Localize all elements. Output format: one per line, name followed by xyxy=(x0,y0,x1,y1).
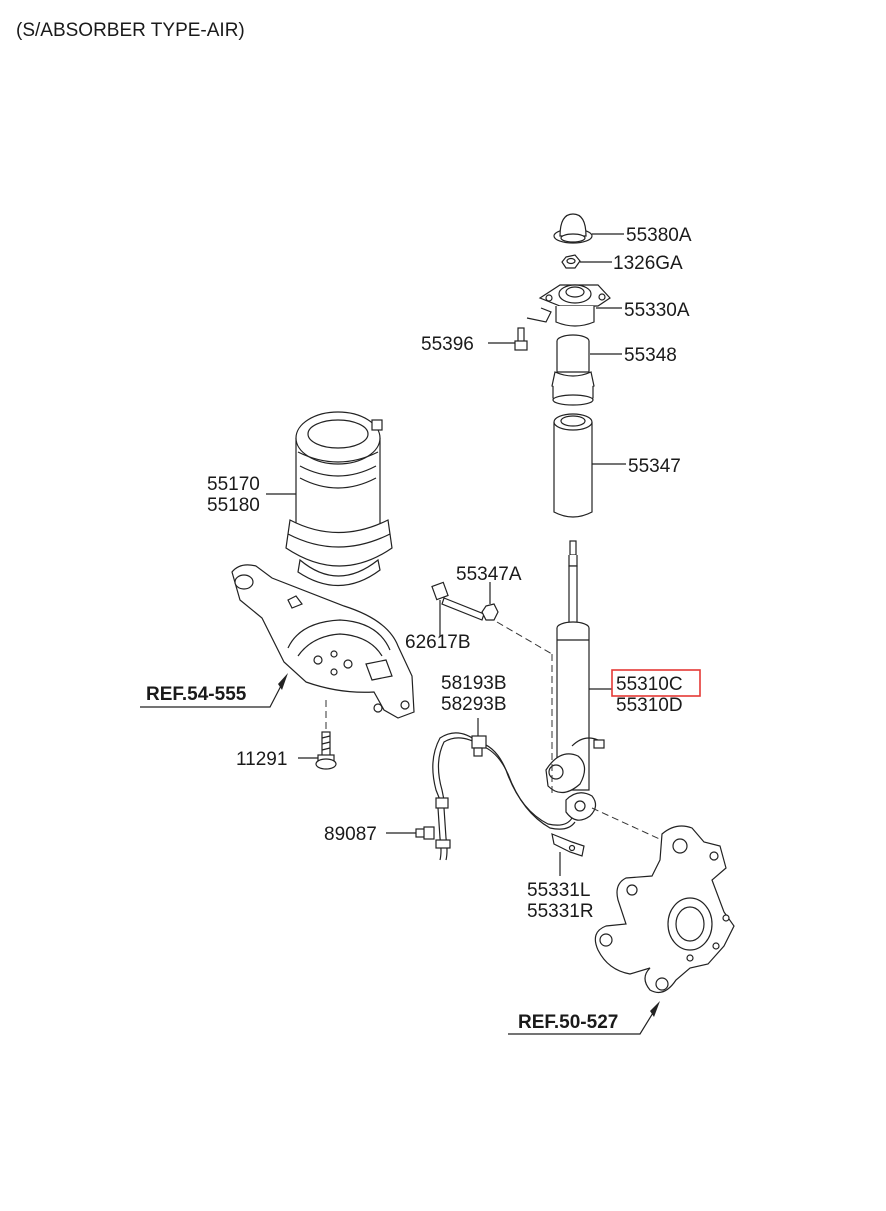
part-55170-air-spring[interactable] xyxy=(285,411,393,587)
ref-knuckle[interactable]: REF.50-527 xyxy=(518,1012,618,1033)
label-55330A[interactable]: 55330A xyxy=(624,300,690,321)
part-11291-bolt[interactable] xyxy=(315,731,337,770)
label-55331L[interactable]: 55331L xyxy=(527,880,590,901)
label-11291[interactable]: 11291 xyxy=(236,749,287,770)
label-55396[interactable]: 55396 xyxy=(421,334,474,355)
part-62617B-bolt[interactable] xyxy=(431,581,485,621)
part-55380A-cap[interactable] xyxy=(553,213,593,244)
part-55330A-mount[interactable] xyxy=(538,284,611,327)
label-55331R[interactable]: 55331R xyxy=(527,901,594,922)
label-55310D[interactable]: 55310D xyxy=(616,695,683,716)
diagram-title: (S/ABSORBER TYPE-AIR) xyxy=(16,20,245,41)
label-58193B[interactable]: 58193B xyxy=(441,673,507,694)
label-58293B[interactable]: 58293B xyxy=(441,694,507,715)
label-55180[interactable]: 55180 xyxy=(207,495,260,516)
part-55347A-nut[interactable] xyxy=(481,603,499,621)
part-58193B-sensor-cable[interactable] xyxy=(432,732,576,861)
label-55380A[interactable]: 55380A xyxy=(626,225,692,246)
label-1326GA[interactable]: 1326GA xyxy=(613,253,683,274)
label-55348[interactable]: 55348 xyxy=(624,345,677,366)
part-55348-bump-stop[interactable] xyxy=(551,334,595,406)
part-55310C-shock-absorber[interactable] xyxy=(545,540,605,821)
part-55396-bolt[interactable] xyxy=(514,327,528,351)
label-62617B[interactable]: 62617B xyxy=(405,632,471,653)
part-knuckle[interactable] xyxy=(594,825,735,993)
label-55310C[interactable]: 55310C xyxy=(616,674,683,695)
label-55170[interactable]: 55170 xyxy=(207,474,260,495)
highlight-55310C xyxy=(611,669,701,697)
part-lower-arm[interactable] xyxy=(231,564,415,719)
part-89087-bolt[interactable] xyxy=(415,826,435,840)
part-55331L-bracket[interactable] xyxy=(551,833,585,857)
ref-lower-arm[interactable]: REF.54-555 xyxy=(146,684,247,705)
part-55347-dust-cover[interactable] xyxy=(553,413,593,518)
label-89087[interactable]: 89087 xyxy=(324,824,377,845)
label-55347[interactable]: 55347 xyxy=(628,456,681,477)
part-1326GA-nut[interactable] xyxy=(561,254,581,269)
label-55347A[interactable]: 55347A xyxy=(456,564,522,585)
